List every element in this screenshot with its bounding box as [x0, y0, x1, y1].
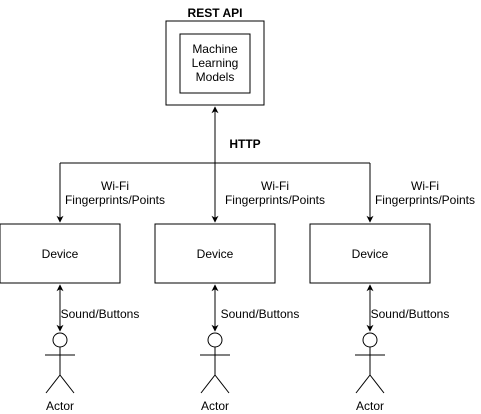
device-box-1 — [0, 223, 121, 284]
sound-label-1: Sound/Buttons — [61, 307, 140, 321]
device-box-3 — [309, 223, 431, 284]
sound-label-2: Sound/Buttons — [221, 307, 300, 321]
actor-label-3: Actor — [356, 399, 384, 413]
device-box-2 — [154, 223, 276, 284]
wifi-label-2-line-2: Fingerprints/Points — [225, 193, 325, 207]
wifi-label-1-line-1: Wi-Fi — [101, 179, 129, 193]
wifi-label-1-line-2: Fingerprints/Points — [65, 193, 165, 207]
actor-figure-1 — [45, 332, 75, 394]
wifi-label-3-line-2: Fingerprints/Points — [375, 193, 475, 207]
device-label-2: Device — [197, 247, 234, 261]
wifi-label-3-line-1: Wi-Fi — [411, 179, 439, 193]
rest-api-title: REST API — [188, 6, 243, 20]
actor-label-2: Actor — [201, 399, 229, 413]
ml-models-line-2: Learning — [192, 56, 239, 70]
device-label-1: Device — [42, 247, 79, 261]
ml-models-line-3: Models — [196, 70, 235, 84]
actor-figure-2 — [200, 332, 230, 394]
actor-label-1: Actor — [46, 399, 74, 413]
ml-models-line-1: Machine — [192, 42, 238, 56]
wifi-label-2-line-1: Wi-Fi — [261, 179, 289, 193]
actor-figure-3 — [355, 332, 385, 394]
device-label-3: Device — [352, 247, 389, 261]
ml-models-box — [179, 33, 251, 94]
http-label: HTTP — [229, 137, 260, 151]
sound-label-3: Sound/Buttons — [371, 307, 450, 321]
